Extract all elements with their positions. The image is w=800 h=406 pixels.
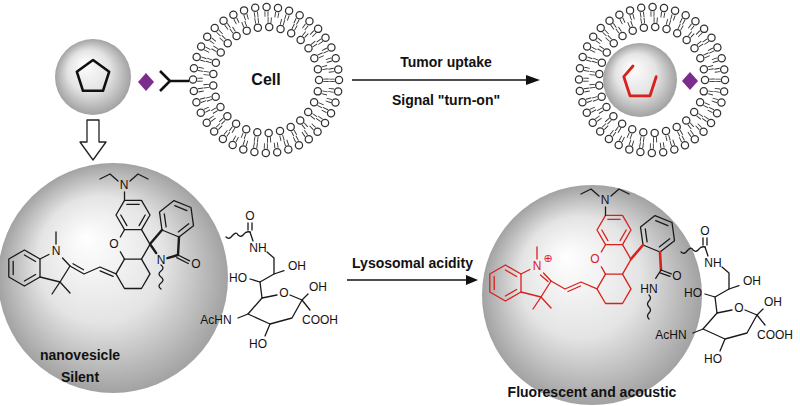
bold-bond	[631, 245, 661, 270]
receptor-symbol	[160, 71, 189, 91]
double-bond	[73, 264, 113, 277]
lipid-tails	[206, 20, 326, 140]
atom-label: O	[590, 253, 599, 265]
atom-label: N	[52, 245, 61, 257]
atom-label: N	[533, 260, 542, 272]
arrow-label: Tumor uptake	[400, 55, 492, 69]
wavy-linker	[648, 295, 651, 319]
atom-label: O	[191, 258, 200, 270]
nanovesicle-sphere	[0, 163, 228, 393]
hollow-arrow	[80, 120, 106, 160]
node-text: nanovesicle	[40, 348, 120, 363]
arrow-head	[466, 275, 478, 285]
atom-label: HN	[640, 283, 657, 295]
ligand-diamond	[138, 73, 154, 91]
atom-label: OH	[743, 275, 761, 287]
sialic-acid	[681, 238, 765, 351]
atom-label: O	[279, 287, 288, 299]
atom-label: HO	[684, 287, 702, 299]
lipid-heads	[579, 7, 725, 153]
lipid-heads	[193, 7, 339, 153]
atom-label: HO	[249, 338, 267, 350]
wavy-linker	[159, 265, 163, 289]
atom-label: O	[109, 238, 118, 250]
closed-probe-symbol	[77, 60, 109, 91]
atom-label: OH	[288, 260, 306, 272]
cyanine-xanthene-core	[490, 215, 631, 309]
atom-label: COOH	[757, 329, 793, 341]
atom-label: N	[157, 254, 166, 266]
node-text: Silent	[61, 370, 99, 385]
uptake-arrow	[352, 79, 528, 81]
diethylamino-group	[581, 189, 629, 215]
open-form-structure	[490, 189, 675, 319]
atom-label: O	[672, 270, 681, 282]
spirolactam-structure	[9, 174, 194, 294]
atom-label: AcHN	[200, 314, 231, 326]
atom-label: O	[700, 225, 709, 237]
sialic-acid	[226, 223, 310, 336]
lipid-tails	[586, 14, 718, 146]
lipid-tails	[200, 14, 332, 146]
lipid-heads	[599, 27, 705, 133]
benzene-ring	[160, 201, 194, 237]
atom-label: O	[245, 210, 254, 222]
ligand-diamond	[682, 72, 698, 90]
reaction-arrow	[347, 275, 478, 285]
atom-label: OH	[309, 281, 327, 293]
arrow-line	[347, 279, 467, 281]
atom-label: OH	[764, 296, 782, 308]
diethylamino-group	[100, 174, 148, 200]
internalized-vesicle	[603, 43, 677, 117]
benzene-ring	[641, 216, 675, 252]
lipid-heads	[213, 27, 319, 133]
atom-label: N	[120, 179, 129, 191]
atom-label: N	[601, 194, 610, 206]
lipid-heads	[579, 7, 725, 153]
carbonyl-bond	[660, 270, 671, 276]
nanovesicle-sphere	[482, 185, 702, 405]
atom-label: COOH	[302, 314, 338, 326]
atom-label: HO	[704, 353, 722, 365]
open-probe-symbol	[624, 66, 656, 96]
lipid-heads	[599, 27, 705, 133]
cell-bilayer	[579, 7, 725, 153]
atom-label: O	[734, 302, 743, 314]
amide-bond	[656, 270, 661, 278]
charge-symbol: ⊕	[543, 253, 552, 264]
arrow-label: Signal "turn-on"	[392, 93, 500, 107]
lipid-heads	[213, 27, 319, 133]
node-text: Cell	[251, 71, 280, 89]
atom-label: HO	[229, 272, 247, 284]
silent-nanovesicle: nanovesicleSilent	[0, 168, 345, 392]
atom-label: NH	[704, 257, 721, 269]
atom-label: AcHN	[655, 329, 686, 341]
cell-node: Cell	[188, 2, 344, 158]
cell-bilayer	[193, 7, 339, 153]
lipid-tails	[592, 20, 712, 140]
carbonyl-bond	[177, 255, 190, 264]
node-text: Fluorescent and acoustic	[508, 385, 677, 400]
edge-label: Lysosomal acidity	[352, 256, 473, 270]
lipid-heads	[193, 7, 339, 153]
arrow-head	[526, 75, 540, 85]
small-vesicle	[55, 39, 131, 115]
double-bond	[541, 275, 581, 292]
atom-label: NH	[249, 242, 266, 254]
cyanine-xanthene-core	[9, 200, 150, 294]
